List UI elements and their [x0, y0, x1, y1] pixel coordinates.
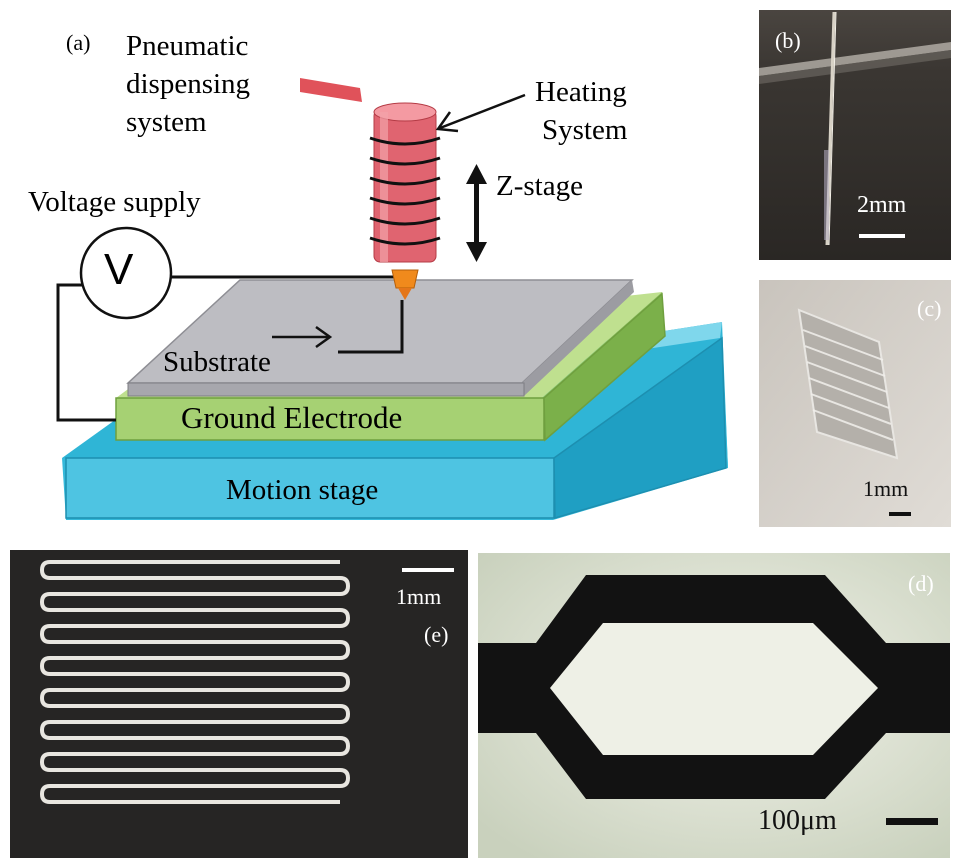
panel-e-photo: 1mm (e): [10, 550, 468, 858]
scale-bar: [886, 818, 938, 825]
panel-a-schematic: (a) Pneumatic dispensing system Heating …: [0, 0, 755, 535]
heating-label-2: System: [542, 114, 628, 146]
voltage-supply-symbol: [79, 226, 173, 320]
panel-b-label: (b): [775, 28, 801, 53]
pneumatic-label-2: dispensing: [126, 68, 251, 100]
printed-structure-image: [759, 280, 951, 527]
panel-e-scale: 1mm: [396, 584, 442, 609]
panel-e-label: (e): [424, 622, 449, 647]
circuit-wires: [56, 275, 404, 422]
pneumatic-label-1: Pneumatic: [126, 30, 249, 62]
heating-coil: [369, 136, 441, 246]
panel-c-scale: 1mm: [863, 476, 909, 501]
microchannel-image: [478, 553, 950, 858]
voltage-symbol: V: [104, 245, 134, 294]
dispensing-nozzle: [300, 78, 441, 263]
heating-arrow: [435, 93, 526, 133]
voltage-supply-label: Voltage supply: [28, 186, 201, 218]
panel-d-label: (d): [908, 571, 934, 596]
scale-bar: [889, 512, 911, 516]
z-stage-arrow: [466, 164, 487, 262]
panel-d-scale: 100μm: [758, 805, 837, 836]
scale-bar: [859, 234, 905, 238]
z-stage-label: Z-stage: [496, 170, 583, 202]
panel-c-label: (c): [917, 296, 942, 321]
fiber-image: [759, 10, 951, 260]
panel-b-scale: 2mm: [857, 192, 907, 218]
substrate-label: Substrate: [163, 346, 271, 378]
heating-label-1: Heating: [535, 76, 627, 108]
serpentine-electrode-image: [10, 550, 468, 858]
scale-bar: [402, 568, 454, 572]
panel-c-photo: (c) 1mm: [759, 280, 951, 527]
eji-setup-diagram: [56, 78, 728, 520]
nozzle-tip: [391, 269, 419, 300]
pneumatic-label-3: system: [126, 106, 207, 138]
substrate-arrow: [272, 325, 333, 349]
motion-stage-label: Motion stage: [226, 474, 379, 506]
panel-a-label: (a): [66, 30, 91, 55]
substrate-plate: [126, 279, 634, 397]
panel-b-photo: (b) 2mm: [759, 10, 951, 260]
panel-d-photo: (d) 100μm: [478, 553, 950, 858]
ground-electrode-label: Ground Electrode: [181, 400, 403, 435]
